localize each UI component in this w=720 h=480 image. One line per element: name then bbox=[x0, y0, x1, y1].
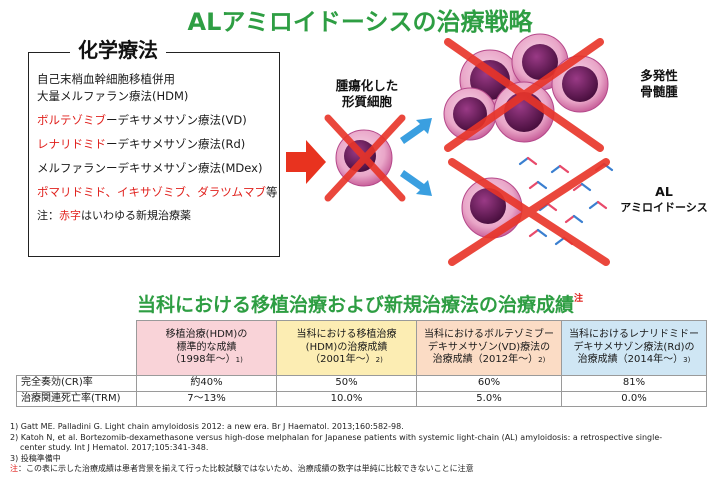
chemo-text: 自己末梢血幹細胞移植併用 bbox=[37, 72, 175, 86]
header-line: （2001年～） bbox=[310, 354, 376, 366]
header-cell: 当科におけるボルテゾミブー デキサメサゾン(VD)療法の 治療成績（2012年～… bbox=[416, 320, 562, 376]
table-cell: 7～13% bbox=[136, 390, 277, 407]
chemo-text: ーデキサメサゾン療法(Rd) bbox=[106, 137, 246, 151]
note-prefix: 注： bbox=[37, 209, 59, 222]
label-line: AL bbox=[655, 184, 673, 199]
table-row: 完全奏効(CR)率 約40% 50% 60% 81% bbox=[16, 375, 707, 392]
cross-mark-icon bbox=[444, 38, 604, 152]
chemotherapy-box: 自己末梢血幹細胞移植併用 大量メルファラン療法(HDM) ボルテゾミブーデキサメ… bbox=[28, 52, 280, 257]
table-header-row: 移植治療(HDM)の 標準的な成績 （1998年～）1) 当科における移植治療 … bbox=[16, 320, 707, 376]
new-drug-text: ボルテゾミブ bbox=[37, 113, 106, 127]
new-drug-text: ポマリドミド、イキサゾミブ、ダラツムマブ bbox=[37, 185, 266, 199]
label-line: アミロイドーシス bbox=[620, 201, 708, 214]
results-table: 移植治療(HDM)の 標準的な成績 （1998年～）1) 当科における移植治療 … bbox=[16, 320, 707, 407]
table-cell: 50% bbox=[276, 375, 417, 392]
blue-arrow-up-icon bbox=[400, 118, 432, 144]
chemo-item-mdex: メルファランーデキサメサゾン療法(MDex) bbox=[37, 160, 277, 177]
note-text: ：この表に示した治療成績は患者背景を揃えて行った比較試験ではないため、治療成績の… bbox=[18, 464, 474, 473]
treatment-illustration bbox=[286, 33, 614, 266]
al-amyloidosis-label: AL アミロイドーシス bbox=[614, 184, 714, 216]
header-ref: 3) bbox=[683, 356, 691, 365]
cross-mark-icon bbox=[448, 158, 610, 266]
label-line: 骨髄腫 bbox=[640, 84, 678, 99]
header-line: デキサメサゾン療法(Rd)の bbox=[573, 341, 695, 353]
reference-2: 2) Katoh N, et al. Bortezomib-dexamethas… bbox=[10, 432, 663, 442]
header-cell: 移植治療(HDM)の 標準的な成績 （1998年～）1) bbox=[136, 320, 277, 376]
label-line: 腫瘍化した bbox=[335, 78, 399, 93]
table-cell: 約40% bbox=[136, 375, 277, 392]
reference-2-continued: center study. Int J Hematol. 2017;105:34… bbox=[20, 443, 209, 452]
chemo-text: ーデキサメサゾン療法(VD) bbox=[106, 113, 247, 127]
multiple-myeloma-label: 多発性 骨髄腫 bbox=[614, 68, 704, 100]
results-title-note-mark: 注 bbox=[574, 294, 584, 304]
page-title: ALアミロイドーシスの治療戦略 bbox=[187, 8, 533, 36]
reference-1: 1) Gatt ME. Palladini G. Light chain amy… bbox=[10, 422, 404, 431]
cross-mark-icon bbox=[324, 114, 406, 202]
chemo-item-hdm-line1: 自己末梢血幹細胞移植併用 bbox=[37, 71, 277, 88]
tumor-plasma-cell-label: 腫瘍化した 形質細胞 bbox=[312, 78, 422, 110]
chemo-item-rd: レナリドミドーデキサメサゾン療法(Rd) bbox=[37, 136, 277, 153]
table-cell: 60% bbox=[416, 375, 562, 392]
label-line: 形質細胞 bbox=[341, 94, 392, 109]
chemo-text: 等 bbox=[265, 185, 278, 199]
label-line: 多発性 bbox=[640, 68, 678, 83]
header-empty-cell bbox=[16, 320, 137, 376]
table-note: 注：この表に示した治療成績は患者背景を揃えて行った比較試験ではないため、治療成績… bbox=[10, 464, 710, 475]
chemotherapy-heading: 化学療法 bbox=[70, 34, 166, 63]
header-line: 当科におけるボルテゾミブー bbox=[424, 329, 554, 341]
chemo-item-others: ポマリドミド、イキサゾミブ、ダラツムマブ等 bbox=[37, 184, 277, 201]
new-drug-text: レナリドミド bbox=[37, 137, 106, 151]
header-line: 治療成績（2014年～） bbox=[577, 354, 684, 366]
table-cell: 5.0% bbox=[416, 390, 562, 407]
header-ref: 1) bbox=[235, 356, 243, 365]
reference-3: 3) 投稿準備中 bbox=[10, 453, 61, 463]
row-label: 治療関連死亡率(TRM) bbox=[16, 390, 137, 407]
table-cell: 81% bbox=[561, 375, 707, 392]
header-cell: 当科におけるレナリドミドー デキサメサゾン療法(Rd)の 治療成績（2014年～… bbox=[561, 320, 707, 376]
header-line: 当科における移植治療 bbox=[296, 329, 397, 341]
header-line: 標準的な成績 bbox=[176, 341, 237, 353]
table-row: 治療関連死亡率(TRM) 7～13% 10.0% 5.0% 0.0% bbox=[16, 390, 707, 407]
references: 1) Gatt ME. Palladini G. Light chain amy… bbox=[10, 422, 710, 475]
header-ref: 2) bbox=[375, 356, 383, 365]
header-ref: 2) bbox=[538, 356, 546, 365]
header-line: 移植治療(HDM)の bbox=[165, 329, 248, 341]
red-arrow-icon bbox=[286, 140, 326, 184]
chemo-item-hdm-line2: 大量メルファラン療法(HDM) bbox=[37, 88, 277, 105]
chemo-item-vd: ボルテゾミブーデキサメサゾン療法(VD) bbox=[37, 112, 277, 129]
chemo-text: 大量メルファラン療法(HDM) bbox=[37, 89, 189, 103]
row-label: 完全奏効(CR)率 bbox=[16, 375, 137, 392]
header-line: （1998年～） bbox=[170, 354, 236, 366]
note-label: 注 bbox=[10, 464, 18, 473]
table-cell: 10.0% bbox=[276, 390, 417, 407]
note-red-word: 赤字 bbox=[59, 209, 81, 222]
header-line: (HDM)の治療成績 bbox=[305, 341, 388, 353]
header-cell: 当科における移植治療 (HDM)の治療成績 （2001年～）2) bbox=[276, 320, 417, 376]
results-section-title: 当科における移植治療および新規治療法の治療成績注 bbox=[0, 290, 720, 317]
header-line: デキサメサゾン(VD)療法の bbox=[427, 341, 551, 353]
blue-arrow-down-icon bbox=[400, 170, 432, 196]
results-title-text: 当科における移植治療および新規治療法の治療成績 bbox=[136, 294, 574, 316]
chemotherapy-list: 自己末梢血幹細胞移植併用 大量メルファラン療法(HDM) ボルテゾミブーデキサメ… bbox=[37, 71, 277, 224]
chemo-note: 注：赤字はいわゆる新規治療薬 bbox=[37, 208, 277, 224]
table-cell: 0.0% bbox=[561, 390, 707, 407]
header-line: 当科におけるレナリドミドー bbox=[569, 329, 699, 341]
note-suffix: はいわゆる新規治療薬 bbox=[81, 209, 191, 222]
header-line: 治療成績（2012年～） bbox=[432, 354, 539, 366]
chemo-text: メルファランーデキサメサゾン療法(MDex) bbox=[37, 161, 263, 175]
